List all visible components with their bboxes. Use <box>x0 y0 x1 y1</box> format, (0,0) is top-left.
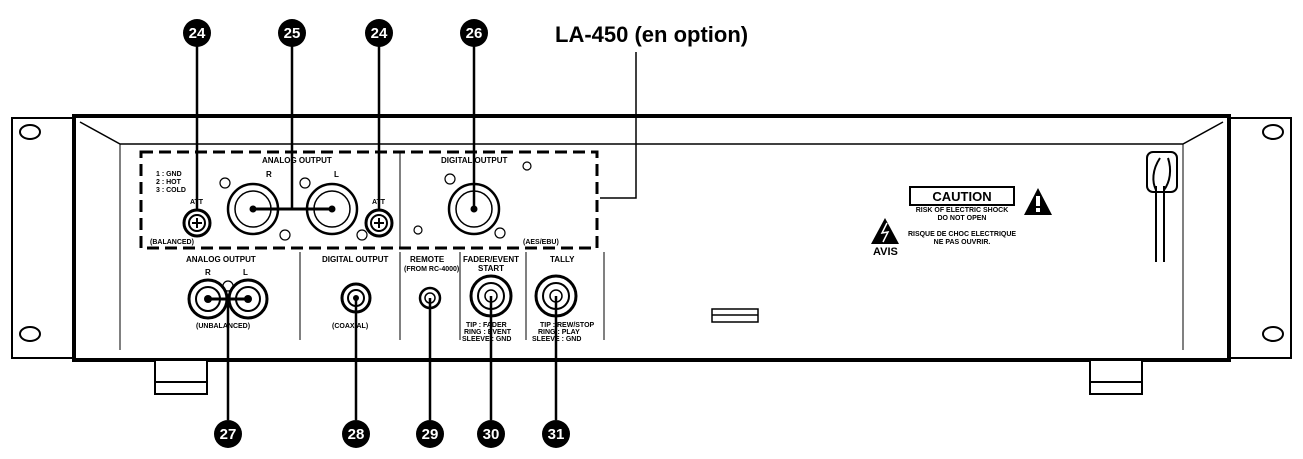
pin-3-label: 3 : COLD <box>156 187 186 194</box>
callout-30: 30 <box>477 420 505 448</box>
option-board-outline <box>139 150 599 250</box>
callout-25: 25 <box>278 19 306 47</box>
caution-line-1: RISK OF ELECTRIC SHOCK <box>916 207 1009 214</box>
att-trimmer-left[interactable] <box>182 208 212 238</box>
unbalanced-label: (UNBALANCED) <box>196 323 250 330</box>
caution-label: CAUTION RISK OF ELECTRIC SHOCK DO NOT OP… <box>871 186 1052 258</box>
chassis <box>72 114 1231 362</box>
digital-output-label: DIGITAL OUTPUT <box>322 255 388 264</box>
avis-label: AVIS <box>873 246 898 258</box>
option-board-title: LA-450 (en option) <box>555 22 748 47</box>
callout-27-label: 27 <box>220 426 237 443</box>
warning-triangle-left-icon <box>871 218 899 244</box>
left-foot <box>154 359 208 395</box>
callout-31-label: 31 <box>548 426 565 443</box>
fader-tip-label: TIP : FADER <box>466 322 507 329</box>
callout-27: 27 <box>214 420 242 448</box>
callout-leaders <box>195 46 558 420</box>
aes-ebu-label: (AES/EBU) <box>523 239 559 246</box>
att-trimmer-right[interactable] <box>364 208 394 238</box>
fader-start-label: START <box>478 264 504 273</box>
callout-25-label: 25 <box>284 25 301 42</box>
caution-fr-line-1: RISQUE DE CHOC ELECTRIQUE <box>908 231 1016 238</box>
right-foot <box>1089 359 1143 395</box>
fader-sleeve-label: SLEEVE : GND <box>462 336 511 343</box>
xlr-r-dot <box>249 205 257 213</box>
main-panel-dividers <box>299 252 605 340</box>
remote-label: REMOTE <box>410 255 445 264</box>
option-channel-l-label: L <box>334 170 339 179</box>
callout-29-label: 29 <box>422 426 439 443</box>
caution-fr-line-2: NE PAS OUVRIR. <box>934 239 991 246</box>
screw-hole <box>413 225 423 235</box>
callout-31: 31 <box>542 420 570 448</box>
callout-28-label: 28 <box>348 426 365 443</box>
left-rack-ear <box>11 117 75 359</box>
callout-29: 29 <box>416 420 444 448</box>
callout-26-label: 26 <box>466 25 483 42</box>
tally-ring-label: RING : PLAY <box>538 329 580 336</box>
option-analog-output-label: ANALOG OUTPUT <box>262 156 332 165</box>
remote-sub-label: (FROM RC-4000) <box>404 266 459 273</box>
callout-28: 28 <box>342 420 370 448</box>
tally-label: TALLY <box>550 255 575 264</box>
xlr-l-dot <box>328 205 336 213</box>
pin-2-label: 2 : HOT <box>156 179 182 186</box>
vent-slot <box>711 308 759 323</box>
caution-line-2: DO NOT OPEN <box>937 215 986 222</box>
callout-26: 26 <box>460 19 488 47</box>
analog-output-label: ANALOG OUTPUT <box>186 255 256 264</box>
channel-r-label: R <box>205 268 211 277</box>
fader-ring-label: RING : EVENT <box>464 329 512 336</box>
power-cord <box>1146 151 1178 262</box>
caution-title: CAUTION <box>932 189 991 204</box>
callout-24-left: 24 <box>183 19 211 47</box>
option-channel-r-label: R <box>266 170 272 179</box>
tally-tip-label: TIP : REW/STOP <box>540 322 595 329</box>
callout-24-right: 24 <box>365 19 393 47</box>
indicator-hole <box>522 161 532 171</box>
callout-24-right-label: 24 <box>371 25 388 42</box>
option-title-leader <box>600 52 637 199</box>
pin-1-label: 1 : GND <box>156 171 182 178</box>
callout-30-label: 30 <box>483 426 500 443</box>
channel-l-label: L <box>243 268 248 277</box>
fader-event-label: FADER/EVENT <box>463 255 519 264</box>
callout-24-left-label: 24 <box>189 25 206 42</box>
rca-screw <box>222 280 234 292</box>
coaxial-label: (COAXIAL) <box>332 323 368 330</box>
balanced-label: (BALANCED) <box>150 239 194 246</box>
right-rack-ear <box>1228 117 1292 359</box>
